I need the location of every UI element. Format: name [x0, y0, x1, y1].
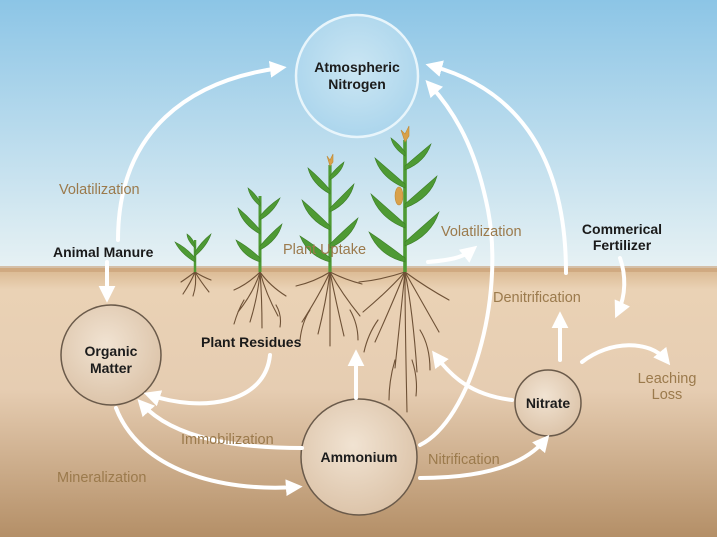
nitrate-label: Nitrate [508, 395, 588, 412]
leaching-label-line1: Leaching [637, 371, 697, 387]
ammonium-label: Ammonium [299, 449, 419, 466]
arrow-mineralization [114, 406, 303, 497]
leaching-label-line2: Loss [651, 387, 683, 403]
arrow-fertilizer [614, 256, 630, 319]
plants [174, 125, 440, 272]
arrow-residues-to-organic [143, 353, 272, 407]
plant-residues-label: Plant Residues [201, 334, 302, 350]
ammonium-label-text: Ammonium [320, 449, 398, 465]
arrow-denitrification [425, 60, 568, 275]
nitrification-label: Nitrification [428, 452, 500, 468]
atmospheric-label-line2: Nitrogen [328, 76, 386, 92]
leaching-loss-label: Leaching Loss [628, 371, 706, 403]
plant-uptake-label: Plant Uptake [283, 242, 367, 258]
arrow-nitrate-uptake [432, 350, 514, 402]
arrow-volatilization-left [116, 61, 287, 242]
arrow-immobilization [137, 399, 304, 450]
organic-matter-node [60, 304, 162, 406]
flow-arrows [98, 60, 671, 497]
plant-roots [180, 271, 450, 413]
immobilization-label: Immobilization [181, 432, 274, 448]
denitrification-label: Denitrification [493, 290, 581, 306]
ground-line [0, 266, 717, 272]
organic-matter-label: Organic Matter [61, 343, 161, 377]
atmospheric-nitrogen-label: Atmospheric Nitrogen [297, 59, 417, 93]
arrow-leaching [580, 343, 671, 366]
arrow-nitrification [418, 434, 550, 480]
ammonium-node [300, 398, 418, 516]
arrow-volatilization-right [418, 80, 495, 447]
organic-label-line1: Organic [84, 343, 138, 359]
nitrate-label-text: Nitrate [525, 395, 571, 411]
mineralization-label: Mineralization [57, 470, 147, 486]
volatilization-left-label: Volatilization [59, 182, 140, 198]
organic-label-line2: Matter [89, 360, 132, 376]
commercial-fertilizer-label: Commerical Fertilizer [574, 221, 670, 253]
volatilization-right-label: Volatilization [441, 224, 522, 240]
atmospheric-nitrogen-node [294, 13, 420, 139]
fertilizer-label-line1: Commerical [581, 221, 663, 237]
animal-manure-label: Animal Manure [53, 244, 154, 260]
fertilizer-label-line2: Fertilizer [592, 237, 652, 253]
arrow-volatilization-field [426, 245, 478, 264]
atmospheric-label-line1: Atmospheric [314, 59, 400, 75]
